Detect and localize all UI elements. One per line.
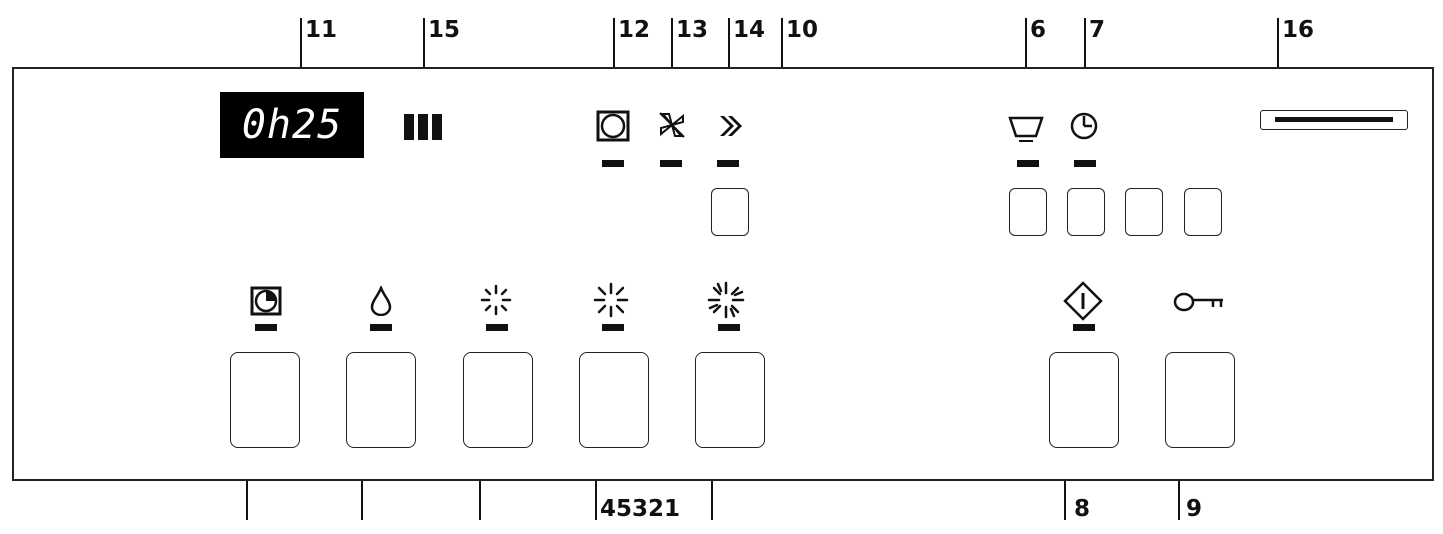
callout-15: 15 bbox=[428, 17, 461, 43]
button-9[interactable] bbox=[1165, 352, 1235, 448]
leader-15 bbox=[423, 18, 425, 112]
button-4[interactable] bbox=[346, 352, 416, 448]
callout-9: 9 bbox=[1186, 496, 1203, 522]
button-extra-1[interactable] bbox=[1125, 188, 1163, 236]
double-arrow-icon bbox=[720, 116, 742, 136]
three-bars-icon bbox=[404, 114, 442, 140]
button-2[interactable] bbox=[579, 352, 649, 448]
callout-13: 13 bbox=[676, 17, 709, 43]
indicator-12 bbox=[602, 160, 624, 167]
indicator-8 bbox=[1073, 324, 1095, 331]
callout-8: 8 bbox=[1074, 496, 1091, 522]
leader-7 bbox=[1084, 18, 1086, 110]
callout-7: 7 bbox=[1089, 17, 1106, 43]
button-10[interactable] bbox=[711, 188, 749, 236]
callout-12: 12 bbox=[618, 17, 651, 43]
button-7[interactable] bbox=[1067, 188, 1105, 236]
callout-6: 6 bbox=[1030, 17, 1047, 43]
clock-icon bbox=[1070, 112, 1098, 140]
indicator-4 bbox=[370, 324, 392, 331]
indicator-14 bbox=[717, 160, 739, 167]
leader-16 bbox=[1277, 18, 1279, 112]
button-6[interactable] bbox=[1009, 188, 1047, 236]
card-slot-bar bbox=[1275, 117, 1393, 122]
button-8[interactable] bbox=[1049, 352, 1119, 448]
indicator-7 bbox=[1074, 160, 1096, 167]
basin-icon bbox=[1008, 116, 1044, 142]
time-display: 0h25 bbox=[220, 92, 364, 158]
leader-13 bbox=[671, 18, 673, 108]
leader-12 bbox=[613, 18, 615, 106]
indicator-13 bbox=[660, 160, 682, 167]
callout-11: 11 bbox=[305, 17, 338, 43]
callout-10: 10 bbox=[786, 17, 819, 43]
indicator-5 bbox=[255, 324, 277, 331]
button-extra-2[interactable] bbox=[1184, 188, 1222, 236]
indicator-2 bbox=[602, 324, 624, 331]
start-diamond-icon bbox=[1063, 281, 1103, 321]
square-circle-icon bbox=[596, 110, 630, 142]
button-5[interactable] bbox=[230, 352, 300, 448]
indicator-3 bbox=[486, 324, 508, 331]
indicator-6 bbox=[1017, 160, 1039, 167]
leader-14 bbox=[728, 18, 730, 110]
circle-quarter-icon bbox=[250, 286, 282, 316]
button-1[interactable] bbox=[695, 352, 765, 448]
indicator-1 bbox=[718, 324, 740, 331]
sun-large-icon bbox=[707, 281, 745, 319]
sun-small-icon bbox=[480, 284, 512, 316]
card-slot bbox=[1260, 110, 1408, 130]
sun-medium-icon bbox=[593, 282, 629, 318]
leader-11 bbox=[300, 18, 302, 98]
callout-16: 16 bbox=[1282, 17, 1315, 43]
button-3[interactable] bbox=[463, 352, 533, 448]
drop-icon bbox=[370, 286, 392, 316]
fan-icon bbox=[659, 112, 685, 138]
callout-14: 14 bbox=[733, 17, 766, 43]
callout-45321: 45321 bbox=[600, 496, 681, 522]
key-icon bbox=[1173, 292, 1223, 312]
